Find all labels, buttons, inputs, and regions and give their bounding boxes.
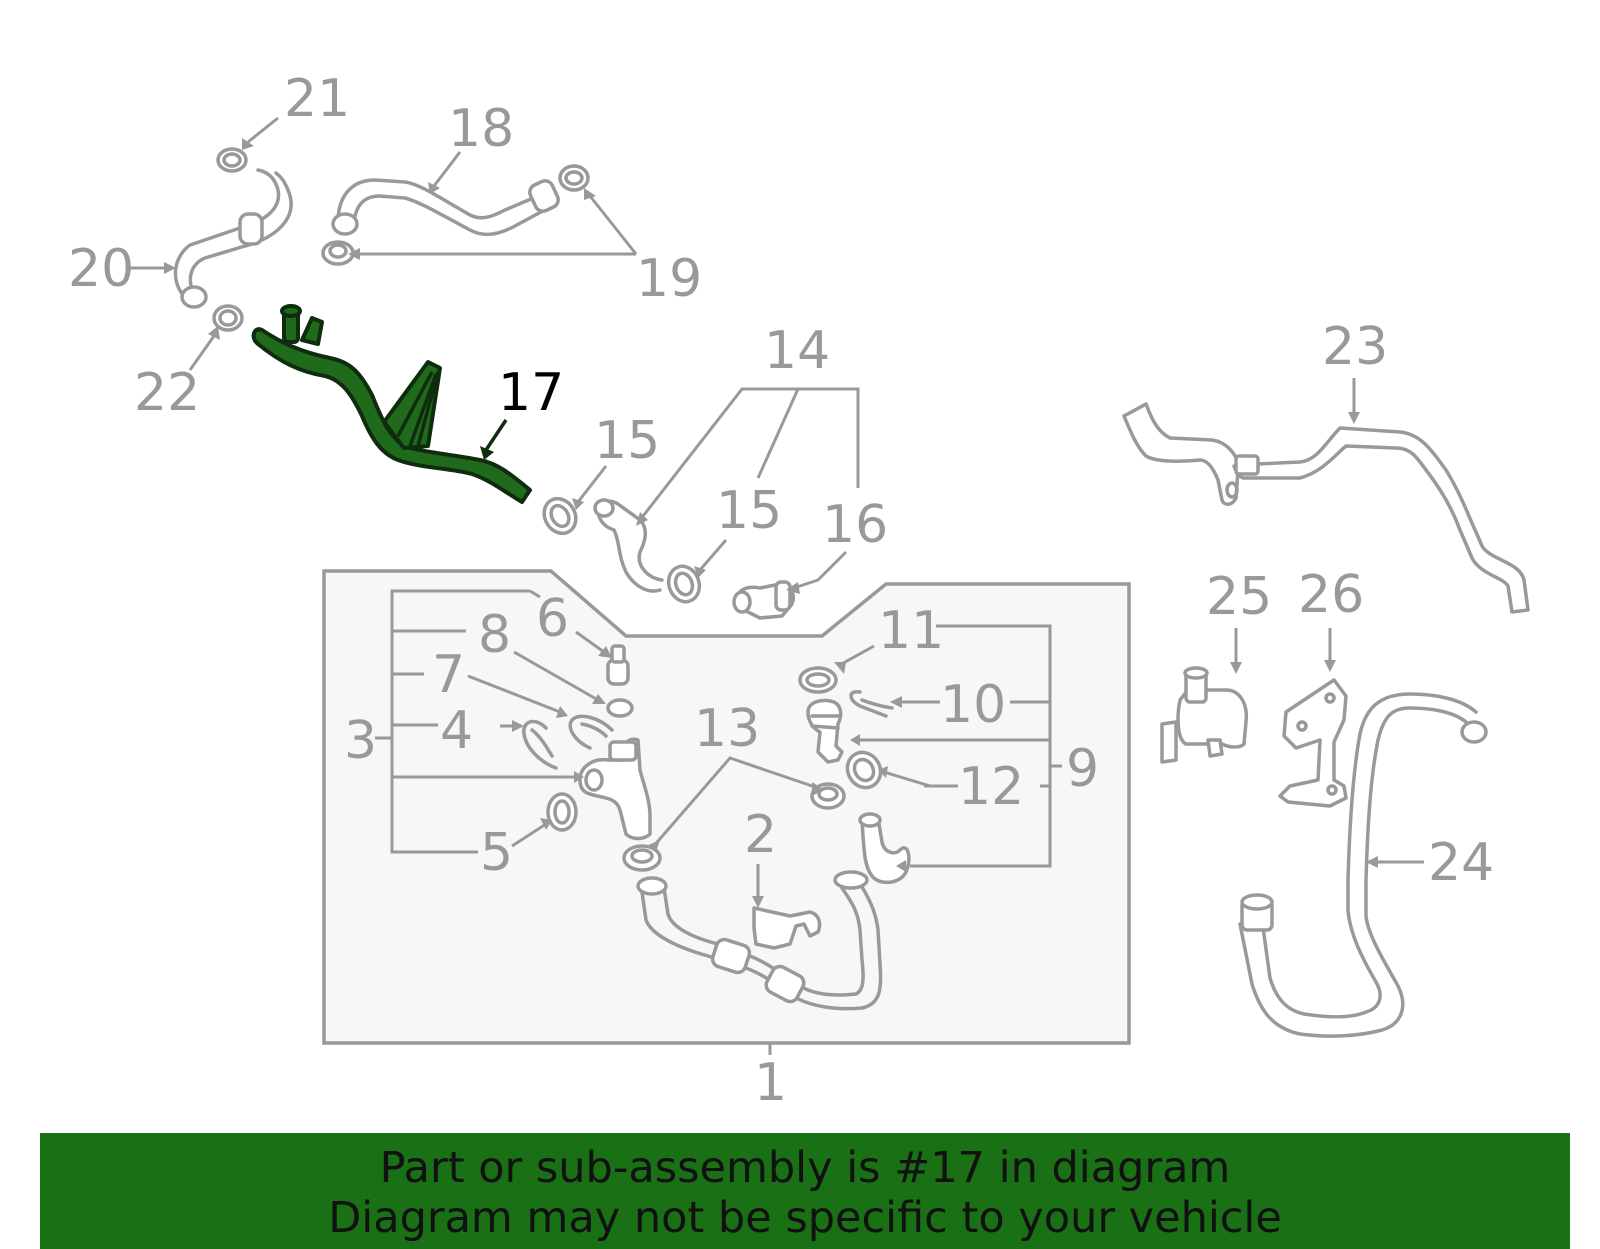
part-19-clamp-top[interactable] <box>558 164 590 192</box>
part-5-oring[interactable] <box>546 792 578 832</box>
part-9-fitting-top[interactable] <box>806 698 844 764</box>
part-12-clamp[interactable] <box>841 746 887 793</box>
part-18-hose[interactable] <box>331 178 561 237</box>
callout-26: 26 <box>1298 565 1364 625</box>
callout-1: 1 <box>754 1053 787 1113</box>
callout-16: 16 <box>822 495 888 555</box>
callout-12: 12 <box>958 757 1024 817</box>
callout-13: 13 <box>694 699 760 759</box>
callout-3: 3 <box>344 711 377 771</box>
callout-18: 18 <box>448 99 514 159</box>
callout-6: 6 <box>536 589 569 649</box>
part-21-clamp[interactable] <box>216 147 248 173</box>
leader-lines <box>130 116 1424 1055</box>
callout-15a: 15 <box>594 411 660 471</box>
callout-24: 24 <box>1428 833 1494 893</box>
part-22-clamp[interactable] <box>212 304 244 332</box>
part-15-clamp-left[interactable] <box>538 493 582 539</box>
part-25-pump[interactable] <box>1160 666 1249 764</box>
callout-23: 23 <box>1322 317 1388 377</box>
part-14-hose[interactable] <box>593 498 664 593</box>
part-19-clamp-bottom[interactable] <box>321 240 355 266</box>
part-26-bracket[interactable] <box>1278 678 1348 808</box>
part-6-fitting[interactable] <box>606 644 630 686</box>
part-16-sensor[interactable] <box>732 580 795 620</box>
callout-21: 21 <box>284 69 350 129</box>
part-2-bracket[interactable] <box>752 906 822 950</box>
part-4-clip[interactable] <box>522 719 558 770</box>
callout-10: 10 <box>940 675 1006 735</box>
callout-8: 8 <box>478 605 511 665</box>
assembly-box-1 <box>322 569 1131 1045</box>
callout-9: 9 <box>1066 739 1099 799</box>
callout-20: 20 <box>68 239 134 299</box>
callout-14: 14 <box>764 321 830 381</box>
banner-line-2: Diagram may not be specific to your vehi… <box>328 1193 1282 1243</box>
part-7-clip[interactable] <box>568 714 614 750</box>
part-24-hose[interactable] <box>1238 692 1488 1038</box>
part-1-hose-assembly[interactable] <box>636 870 883 1011</box>
part-15-clamp-right[interactable] <box>664 562 705 606</box>
part-20-hose[interactable] <box>173 168 293 309</box>
part-3-housing[interactable] <box>578 737 652 841</box>
part-17-coolant-pipe[interactable] <box>251 304 532 504</box>
callout-19: 19 <box>636 249 702 309</box>
callout-25: 25 <box>1206 567 1272 627</box>
part-11-oring[interactable] <box>798 666 838 694</box>
part-8-oring[interactable] <box>606 698 634 718</box>
callout-17: 17 <box>498 363 564 423</box>
callout-5: 5 <box>480 823 513 883</box>
callout-15b: 15 <box>716 481 782 541</box>
callout-4: 4 <box>440 701 473 761</box>
callout-7: 7 <box>432 645 465 705</box>
banner-line-1: Part or sub-assembly is #17 in diagram <box>379 1143 1231 1193</box>
part-23-hose[interactable] <box>1122 402 1530 614</box>
callout-2: 2 <box>744 805 777 865</box>
callout-11: 11 <box>878 601 944 661</box>
callout-22: 22 <box>134 363 200 423</box>
part-10-clip[interactable] <box>849 690 894 718</box>
info-banner: Part or sub-assembly is #17 in diagram D… <box>40 1133 1570 1249</box>
part-13-clamp-left[interactable] <box>622 844 662 872</box>
